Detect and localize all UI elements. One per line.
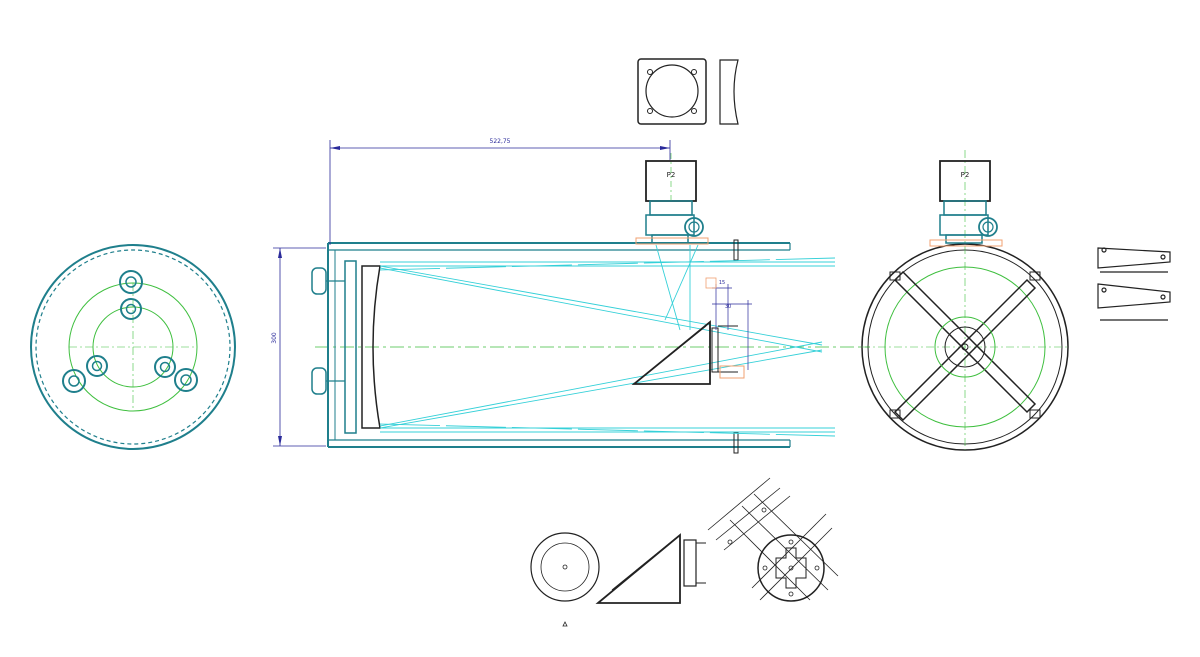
dimension-diameter: 300 <box>271 247 326 447</box>
dimension-length: 522,75 <box>329 138 671 245</box>
vane-bracket-details <box>1097 247 1171 321</box>
collimation-knob-right-outer[interactable] <box>174 368 198 392</box>
focuser-side[interactable]: P2 <box>635 153 709 245</box>
collimation-knob-top-inner[interactable] <box>120 298 142 320</box>
light-rays <box>379 244 836 437</box>
collimation-knob-left-inner[interactable] <box>86 355 108 377</box>
focuser-label-end: P2 <box>961 171 970 179</box>
side-section-view: P2 522,75 300 <box>271 138 870 454</box>
dimension-small-a: 15 <box>719 280 725 286</box>
primary-mirror-cell <box>311 260 357 434</box>
secondary-front-view <box>530 532 600 627</box>
focuser-plate-top <box>637 58 739 125</box>
collimation-knob-left-outer[interactable] <box>62 369 86 393</box>
dimension-secondary: 15 30 <box>705 277 752 370</box>
focuser-end[interactable]: P2 <box>929 160 1003 247</box>
collimation-knob-right-inner[interactable] <box>154 356 176 378</box>
tube-body <box>327 239 791 454</box>
dimension-diameter-label: 300 <box>271 332 278 344</box>
collimation-knob-top-outer[interactable] <box>119 270 143 294</box>
secondary-mirror <box>631 320 745 385</box>
dimension-small-b: 30 <box>725 304 731 310</box>
front-view: P2 <box>861 150 1069 451</box>
secondary-side-detail <box>595 533 706 604</box>
focuser-label-side: P2 <box>667 171 676 179</box>
dimension-length-label: 522,75 <box>490 138 511 145</box>
rear-view <box>30 244 236 450</box>
secondary-holder-detail <box>707 477 839 602</box>
